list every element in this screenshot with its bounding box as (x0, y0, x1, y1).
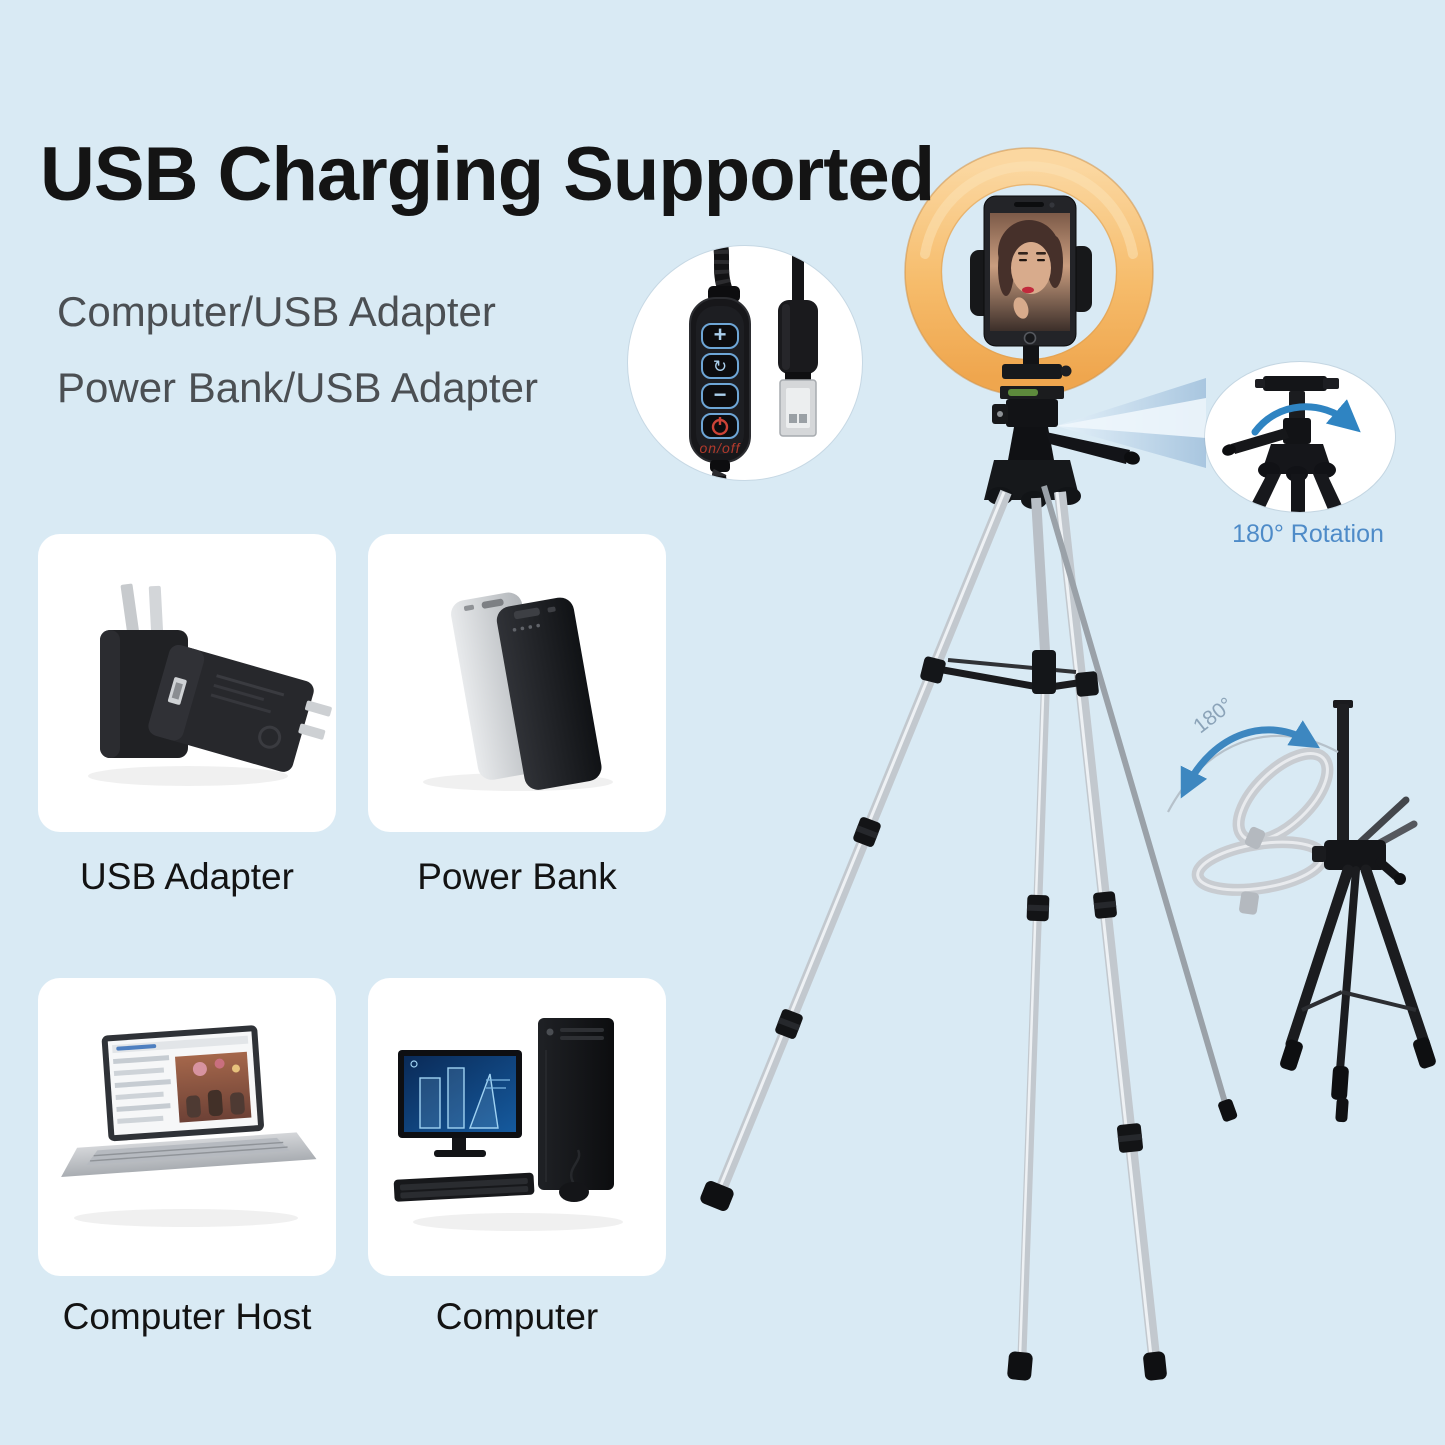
mode-icon: ↻ (713, 357, 727, 377)
wall-charger-lying (148, 644, 332, 772)
bubble-level (1008, 389, 1038, 396)
card-label-power-bank: Power Bank (417, 856, 617, 897)
monitor (398, 1050, 522, 1157)
card-computer (368, 978, 666, 1276)
leg-lock-clips (775, 817, 1144, 1153)
tripod (700, 386, 1238, 1381)
ring-light (904, 147, 1154, 397)
laptop-image (61, 1025, 317, 1227)
pc-tower (538, 1018, 614, 1190)
power-button (701, 413, 739, 439)
inline-remote-controller: + ↻ − on/off (689, 246, 751, 480)
card-power-bank (368, 534, 666, 832)
card-label-computer: Computer (435, 1296, 599, 1337)
power-banks (451, 592, 602, 790)
folded-ring-lights (1191, 747, 1334, 915)
smartphone (983, 195, 1077, 347)
page-title: USB Charging Supported (40, 131, 935, 217)
brightness-down-button (701, 383, 739, 409)
fold-arrow-icon (1167, 720, 1339, 813)
usb-controller-inset: + ↻ − on/off (628, 246, 862, 480)
card-label-computer-host: Computer Host (62, 1296, 312, 1337)
rotation-label: 180° Rotation (1232, 520, 1384, 548)
power-icon (711, 417, 729, 436)
minus-icon: − (714, 382, 727, 407)
card-computer-host (38, 978, 336, 1276)
phone-mount-stem (1023, 346, 1039, 368)
usb-adapter-image (88, 583, 332, 786)
pan-handle (1046, 432, 1130, 464)
mouse (559, 1149, 589, 1202)
rotation-arrow-icon (1251, 399, 1361, 436)
power-bank-image (423, 592, 613, 791)
light-beam (1056, 378, 1206, 468)
ring-mount-plate (1002, 364, 1062, 379)
usb-plug-icon (778, 246, 818, 437)
power-source-line-1: Computer/USB Adapter (57, 288, 496, 335)
tripod-feet (700, 1098, 1238, 1381)
leg-brace (920, 650, 1099, 697)
mini-tripod (1280, 700, 1436, 1123)
power-source-line-2: Power Bank/USB Adapter (57, 364, 538, 411)
plus-icon: + (714, 322, 727, 347)
onoff-label: on/off (699, 440, 741, 456)
card-usb-adapter (38, 534, 336, 832)
ghost-phone-clip (1244, 826, 1266, 850)
ghost-phone-clip (1239, 891, 1259, 915)
card-label-usb-adapter: USB Adapter (80, 856, 294, 897)
tripod-legs (714, 485, 1229, 1357)
laptop (61, 1025, 317, 1177)
rotation-inset (1205, 362, 1395, 512)
light-mode-button (701, 353, 739, 379)
keyboard (393, 1172, 535, 1202)
tripod-head-silhouette (1222, 376, 1345, 512)
desktop-computer-image (393, 1018, 623, 1231)
brightness-up-button (701, 323, 739, 349)
